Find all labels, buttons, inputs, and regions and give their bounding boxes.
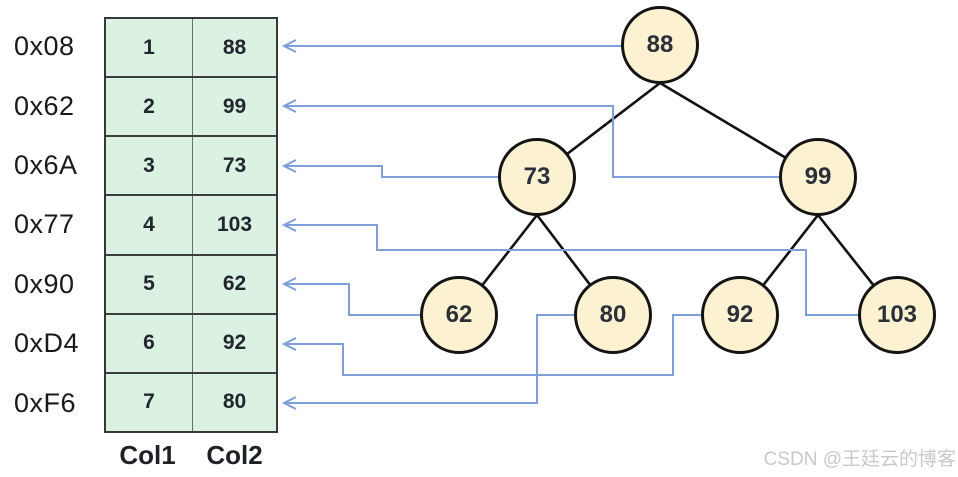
tree-node-80: 80 <box>574 276 652 354</box>
index-cell: 1 <box>106 19 193 77</box>
tree-node-99: 99 <box>779 138 857 216</box>
value-cell: 62 <box>222 272 247 296</box>
address-label: 0xD4 <box>14 328 80 359</box>
index-cell: 5 <box>106 255 193 313</box>
value-cell: 88 <box>222 35 247 59</box>
index-cell: 3 <box>106 137 193 195</box>
address-label: 0xF6 <box>14 387 77 418</box>
watermark: CSDN @王廷云的博客 <box>763 449 956 470</box>
table-row: 7 80 <box>106 373 276 431</box>
arrowhead-row4-icon <box>281 218 297 232</box>
column-headers: Col1 Col2 <box>104 440 278 471</box>
link-62-row5 <box>284 283 421 316</box>
address-label: 0x62 <box>14 90 75 121</box>
index-cell: 4 <box>106 196 193 254</box>
address-label: 0x77 <box>14 209 75 240</box>
table-row: 1 88 <box>106 19 276 79</box>
arrowhead-row2-icon <box>281 99 297 113</box>
index-cell: 2 <box>106 78 193 136</box>
tree-node-73: 73 <box>498 138 576 216</box>
col1-header: Col1 <box>119 440 176 470</box>
memory-table: 1 88 2 99 3 73 4 103 5 62 6 92 7 80 <box>104 17 278 433</box>
address-column: 0x08 0x62 0x6A 0x77 0x90 0xD4 0xF6 <box>14 17 94 433</box>
tree-node-103: 103 <box>858 276 936 354</box>
tree-node-92: 92 <box>701 276 779 354</box>
table-row: 2 99 <box>106 78 276 138</box>
table-row: 3 73 <box>106 137 276 197</box>
index-cell: 7 <box>106 373 193 431</box>
tree-node-88: 88 <box>621 6 699 84</box>
table-row: 4 103 <box>106 196 276 256</box>
link-92-row6 <box>284 314 702 376</box>
arrowhead-row7-icon <box>281 396 297 410</box>
link-103-row4 <box>284 224 859 316</box>
col2-header: Col2 <box>206 440 263 470</box>
link-99-row2 <box>284 105 780 178</box>
tree-node-62: 62 <box>420 276 498 354</box>
table-row: 6 92 <box>106 314 276 374</box>
address-label: 0x6A <box>14 150 78 181</box>
value-cell: 80 <box>222 390 247 414</box>
value-cell: 103 <box>216 212 253 236</box>
value-cell: 92 <box>222 331 247 355</box>
index-cell: 6 <box>106 314 193 372</box>
link-73-row3 <box>284 165 499 178</box>
arrowhead-row6-icon <box>281 337 297 351</box>
arrowhead-row3-icon <box>281 159 297 173</box>
link-80-row7 <box>284 314 575 404</box>
table-row: 5 62 <box>106 255 276 315</box>
pointer-lines <box>281 39 859 410</box>
arrowhead-row1-icon <box>281 39 297 53</box>
value-cell: 99 <box>222 94 247 118</box>
address-label: 0x90 <box>14 268 75 299</box>
value-cell: 73 <box>222 153 247 177</box>
address-label: 0x08 <box>14 31 75 62</box>
arrowhead-row5-icon <box>281 277 297 291</box>
